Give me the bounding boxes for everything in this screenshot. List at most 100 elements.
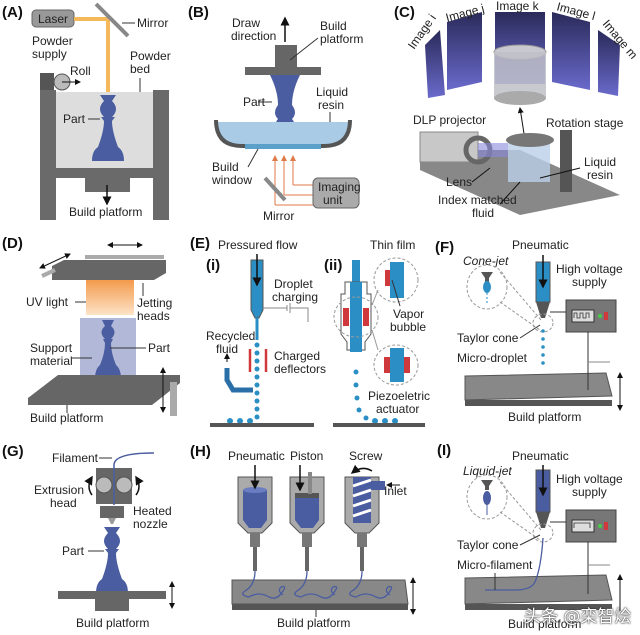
uv-light-label: UV light: [26, 295, 69, 309]
vapor-bubble-label-2: bubble: [390, 320, 426, 334]
pneumatic-label-h: Pneumatic: [228, 449, 285, 463]
recycled-fluid-label-2: fluid: [216, 342, 238, 356]
extrusion-head-label-2: head: [50, 496, 77, 510]
heated-nozzle: [100, 506, 124, 518]
taylor-cone-label-f: Taylor cone: [457, 331, 519, 345]
hv-supply-label-i: High voltage: [556, 472, 623, 486]
laser-label: Laser: [38, 12, 68, 26]
panel-label-g: (G): [2, 443, 24, 460]
panel-c: (C) Image i Image j Image k Image l Imag…: [394, 0, 640, 220]
filament-label: Filament: [52, 451, 99, 465]
liquid-jet-label: Liquid-jet: [463, 464, 512, 478]
rotation-stage: [506, 133, 554, 147]
cone-jet-label: Cone-jet: [463, 254, 509, 268]
panel-label-i: (I): [437, 442, 451, 459]
mirror-label-b: Mirror: [263, 209, 294, 223]
uv-light: [86, 280, 134, 315]
subpanel-label-i: (i): [206, 257, 220, 274]
panel-label-d: (D): [2, 235, 23, 252]
powder-supply-label-2: supply: [32, 47, 67, 61]
part-d: [95, 320, 121, 379]
build-platform-f: [464, 372, 613, 401]
jetting-heads-label-2: heads: [137, 309, 170, 323]
substrate-i: [210, 423, 314, 427]
micro-droplet-label: Micro-droplet: [457, 351, 528, 365]
charged-deflectors-label: Charged: [274, 349, 320, 363]
pneumatic-label-i: Pneumatic: [512, 449, 569, 463]
dlp-projector-label: DLP projector: [413, 113, 486, 127]
build-platform-h: [231, 579, 409, 605]
build-window: [245, 144, 321, 149]
watermark: 头条 @栾智烩: [524, 607, 632, 627]
support-material-label-2: material: [30, 354, 73, 368]
resin-vat: [218, 122, 348, 146]
cone-jet-detail: [466, 264, 508, 310]
heated-nozzle-label-2: nozzle: [133, 517, 168, 531]
imaging-unit: [312, 177, 360, 209]
build-platform-label-a: Build platform: [69, 205, 142, 219]
pulse-waveform: [573, 312, 590, 319]
part-b: [270, 75, 300, 137]
imaging-unit-label-2: unit: [323, 193, 343, 207]
panel-i: (I) Pneumatic Liquid-jet High voltage su…: [437, 442, 623, 631]
panel-label-b: (B): [188, 4, 209, 21]
piezo-actuator-label: Piezoeletric: [368, 389, 430, 403]
panel-a: (A) Laser Mirror Powder supply Roll Powd…: [2, 2, 171, 220]
filament: [113, 452, 155, 505]
droplet-charging-label: Droplet: [274, 277, 313, 291]
heated-nozzle-label: Heated: [133, 504, 172, 518]
image-j-screen: [447, 12, 482, 90]
mirror: [94, 2, 130, 38]
part-g: [96, 527, 128, 593]
panel-e: (E) (i) (ii) Pressured flow Droplet char…: [190, 235, 430, 427]
resin-vial: [494, 52, 546, 98]
build-platform-label-b: Build: [320, 19, 347, 33]
frame-right: [153, 90, 169, 220]
liquid-jet-detail: [466, 474, 508, 520]
powder-supply-label: Powder: [32, 34, 73, 48]
substrate-ii: [333, 423, 425, 427]
mirror-label: Mirror: [137, 16, 168, 30]
syringe-pneumatic: [237, 476, 273, 571]
powder-bed-label: Powder: [130, 49, 171, 63]
index-fluid-label: Index matched: [438, 193, 517, 207]
jetting-heads: [52, 260, 166, 280]
liquid-resin-label-2: resin: [318, 98, 344, 112]
piezo-right: [363, 308, 369, 326]
lens-label: Lens: [446, 175, 472, 189]
stage-arm: [560, 130, 572, 192]
charged-deflectors-label-2: deflectors: [274, 362, 326, 376]
recycle-gutter: [224, 368, 253, 393]
dc-waveform: [573, 522, 591, 528]
droplets-ii: [353, 369, 398, 424]
liquid-resin-label-c-2: resin: [587, 168, 613, 182]
part-label-b: Part: [243, 95, 266, 109]
drive-wheel-left: [95, 476, 113, 494]
piezo-left: [343, 308, 349, 326]
build-platform-label-h: Build platform: [277, 616, 350, 630]
build-platform-label-g: Build platform: [76, 616, 149, 630]
draw-label-2: direction: [231, 29, 276, 43]
image-m-screen: [598, 30, 620, 96]
syringe-piston: [289, 472, 325, 571]
panel-h: (H) Pneumatic Piston Screw Inlet: [190, 443, 416, 630]
hv-supply-label-f: High voltage: [556, 262, 623, 276]
droplets-i: [227, 342, 260, 424]
build-platform-d: [28, 375, 180, 405]
image-i-screen: [425, 30, 445, 98]
powder-supply: [40, 73, 54, 90]
taylor-cone-label-i: Taylor cone: [457, 538, 519, 552]
build-platform-b: [245, 67, 321, 75]
liquid-resin-label-c: Liquid: [584, 155, 616, 169]
panel-label-f: (F): [435, 239, 454, 256]
micro-filament-label: Micro-filament: [457, 558, 533, 572]
build-platform-label-b-2: platform: [320, 32, 363, 46]
index-fluid-tank: [508, 142, 550, 182]
frame-bottom: [40, 168, 169, 178]
panel-d: (D) UV light Jetting heads Support mater…: [2, 235, 180, 425]
recycled-fluid-label: Recycled: [206, 329, 255, 343]
part-label-g: Part: [62, 544, 85, 558]
support-material-label: Support: [30, 341, 73, 355]
subpanel-label-ii: (ii): [324, 257, 342, 274]
build-platform-label-f: Build platform: [508, 410, 581, 424]
